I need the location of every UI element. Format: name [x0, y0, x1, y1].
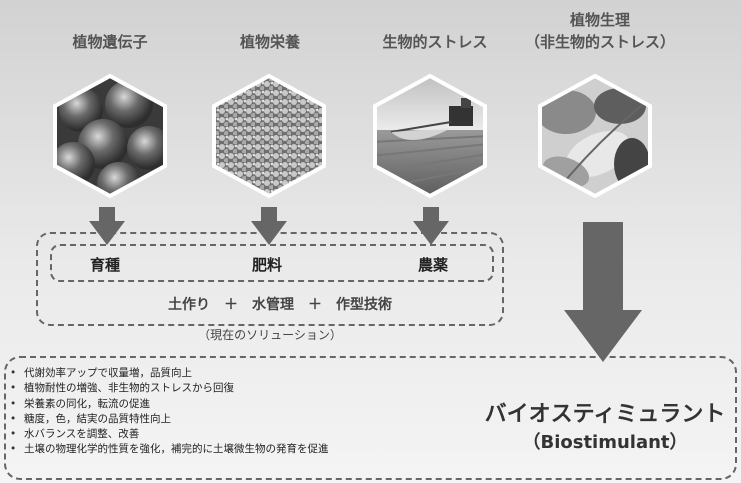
solution-breeding: 育種 — [89, 256, 120, 274]
effect-item: 水バランスを調整、改善 — [10, 427, 329, 443]
current-solutions-box — [36, 232, 504, 326]
label-biotic-stress: 生物的ストレス — [382, 33, 488, 51]
big-arrow-down-icon — [564, 222, 642, 362]
label-plant-physiology-line2: （非生物的ストレス） — [524, 33, 675, 51]
biostimulant-title: バイオスティミュラント — [484, 402, 726, 427]
plant-physiology-hexagon-image — [538, 73, 652, 199]
arrow-down-icon — [89, 207, 125, 245]
arrow-down-icon — [251, 207, 287, 245]
effect-item: 土壌の物理化学的性質を強化，補完的に土壌微生物の発育を促進 — [10, 442, 329, 458]
effect-item: 代謝効率アップで収量増，品質向上 — [10, 366, 329, 382]
label-plant-nutrition: 植物栄養 — [239, 33, 300, 51]
biostimulant-subtitle: （Biostimulant） — [522, 432, 688, 453]
crop-spraying-hexagon-image — [373, 73, 487, 199]
arrow-down-icon — [413, 207, 449, 245]
label-plant-physiology-line1: 植物生理 — [569, 11, 630, 29]
solution-pesticide: 農薬 — [417, 256, 448, 274]
effect-item: 植物耐性の増強、非生物的ストレスから回復 — [10, 381, 329, 397]
effect-item: 栄養素の同化，転流の促進 — [10, 397, 329, 413]
effect-item: 糖度，色，結実の品質特性向上 — [10, 412, 329, 428]
biostimulant-box — [4, 356, 737, 480]
solutions-caption: （現在のソリューション） — [198, 328, 342, 342]
label-plant-genetics: 植物遺伝子 — [72, 33, 148, 51]
label-plant-physiology: 植物生理 （非生物的ストレス） — [510, 10, 690, 52]
fertilizer-hexagon-image — [212, 73, 326, 199]
solution-fertilizer: 肥料 — [251, 256, 282, 274]
solution-extras: 土作り ＋ 水管理 ＋ 作型技術 — [168, 297, 392, 313]
apples-hexagon-image — [53, 73, 167, 199]
solutions-items-box — [50, 244, 494, 282]
effects-list: 代謝効率アップで収量増，品質向上 植物耐性の増強、非生物的ストレスから回復 栄養… — [10, 366, 329, 458]
